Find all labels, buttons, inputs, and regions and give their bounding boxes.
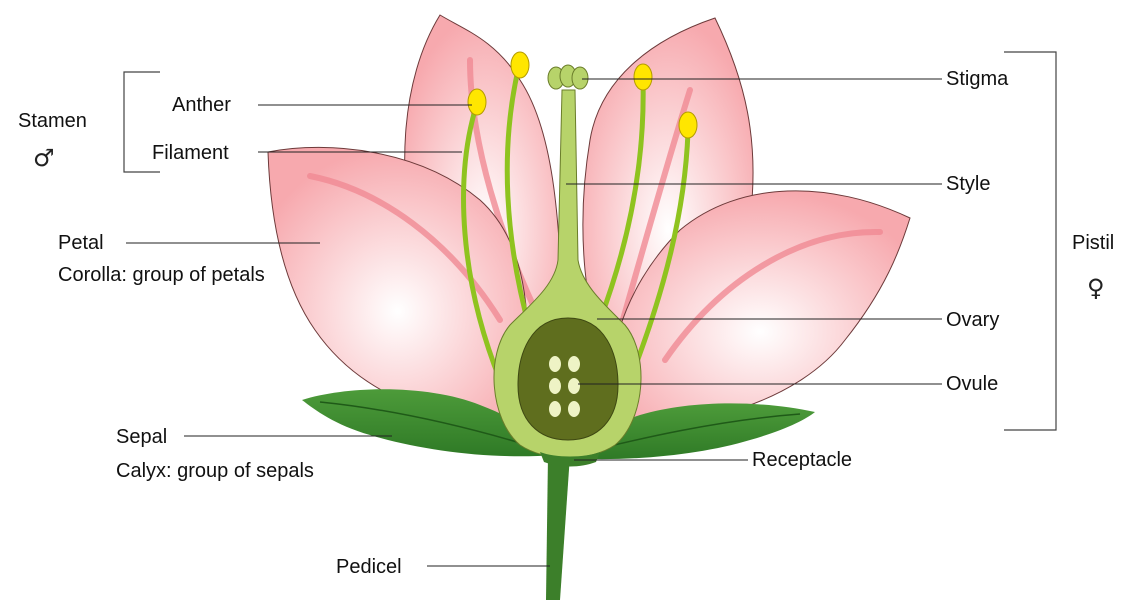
sepal-label: Sepal: [116, 427, 167, 447]
stigma-label: Stigma: [946, 69, 1008, 89]
style-label: Style: [946, 174, 990, 194]
pedicel-label: Pedicel: [336, 557, 402, 577]
anther-3: [634, 64, 652, 90]
ovule-1: [549, 356, 561, 372]
ovule-4: [568, 378, 580, 394]
ovule-6: [568, 401, 580, 417]
receptacle-label: Receptacle: [752, 450, 852, 470]
anther-4: [679, 112, 697, 138]
ovule-2: [568, 356, 580, 372]
stamen-label: Stamen: [18, 111, 87, 131]
petal-label: Petal: [58, 233, 104, 253]
pedicel-stem: [546, 455, 570, 600]
pistil-label: Pistil: [1072, 233, 1114, 253]
ovule-label: Ovule: [946, 374, 998, 394]
ovule-5: [549, 401, 561, 417]
ovary-cavity: [518, 318, 618, 440]
corolla-label: Corolla: group of petals: [58, 265, 265, 285]
stigma-lobe-3: [572, 67, 588, 89]
female-symbol-icon: ♀: [1087, 276, 1105, 300]
pistil-bracket: [1004, 52, 1056, 430]
anther-label: Anther: [172, 95, 231, 115]
calyx-label: Calyx: group of sepals: [116, 461, 314, 481]
anther-1: [468, 89, 486, 115]
filament-label: Filament: [152, 143, 229, 163]
anther-2: [511, 52, 529, 78]
ovary-label: Ovary: [946, 310, 999, 330]
ovule-3: [549, 378, 561, 394]
male-symbol-icon: ♂: [33, 146, 55, 170]
